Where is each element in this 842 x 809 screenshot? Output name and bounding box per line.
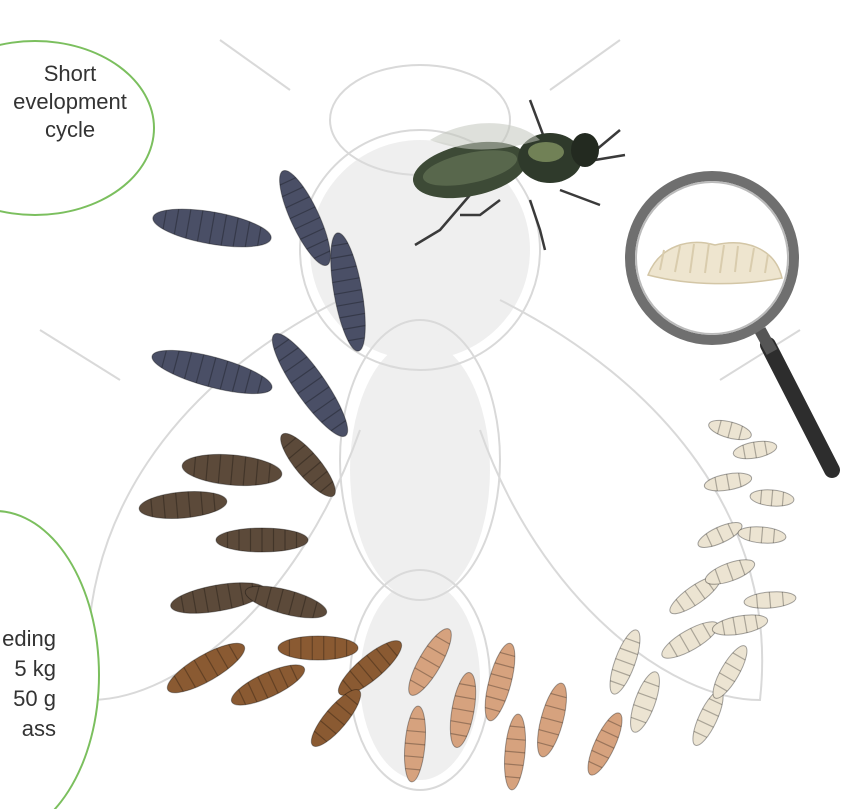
larva-icon [702,555,757,590]
larva-icon [273,427,343,504]
larva-icon [703,470,753,494]
larva-icon [687,687,729,749]
larva-icon [150,202,274,254]
larva-icon [657,615,722,664]
larva-icon [402,705,429,782]
larva-icon [401,624,458,701]
larva-icon [324,230,372,353]
larva-icon [446,671,481,750]
larva-icon [707,642,753,703]
larva-icon [749,488,794,508]
larva-icon [270,165,339,271]
larva-icon [216,528,308,552]
larva-icon [278,636,358,660]
larva-icon [732,438,778,461]
larva-icon [502,713,529,790]
larva-icon [532,680,573,759]
larva-icon [262,326,358,445]
larva-icon [138,488,228,522]
larva-icon [695,518,745,553]
larva-icon [707,417,754,444]
larva-icon [227,657,310,713]
larva-icon [479,641,521,724]
larva-icon [625,669,666,736]
larva-icon [242,580,329,625]
larva-icon [148,341,276,402]
larva-icon [737,525,786,545]
larva-icon [743,590,796,610]
larva-icon [181,451,283,490]
larva-icon [711,611,769,638]
larva-icon [604,627,646,698]
larva-icon [582,709,629,779]
larva-icon [304,683,367,752]
